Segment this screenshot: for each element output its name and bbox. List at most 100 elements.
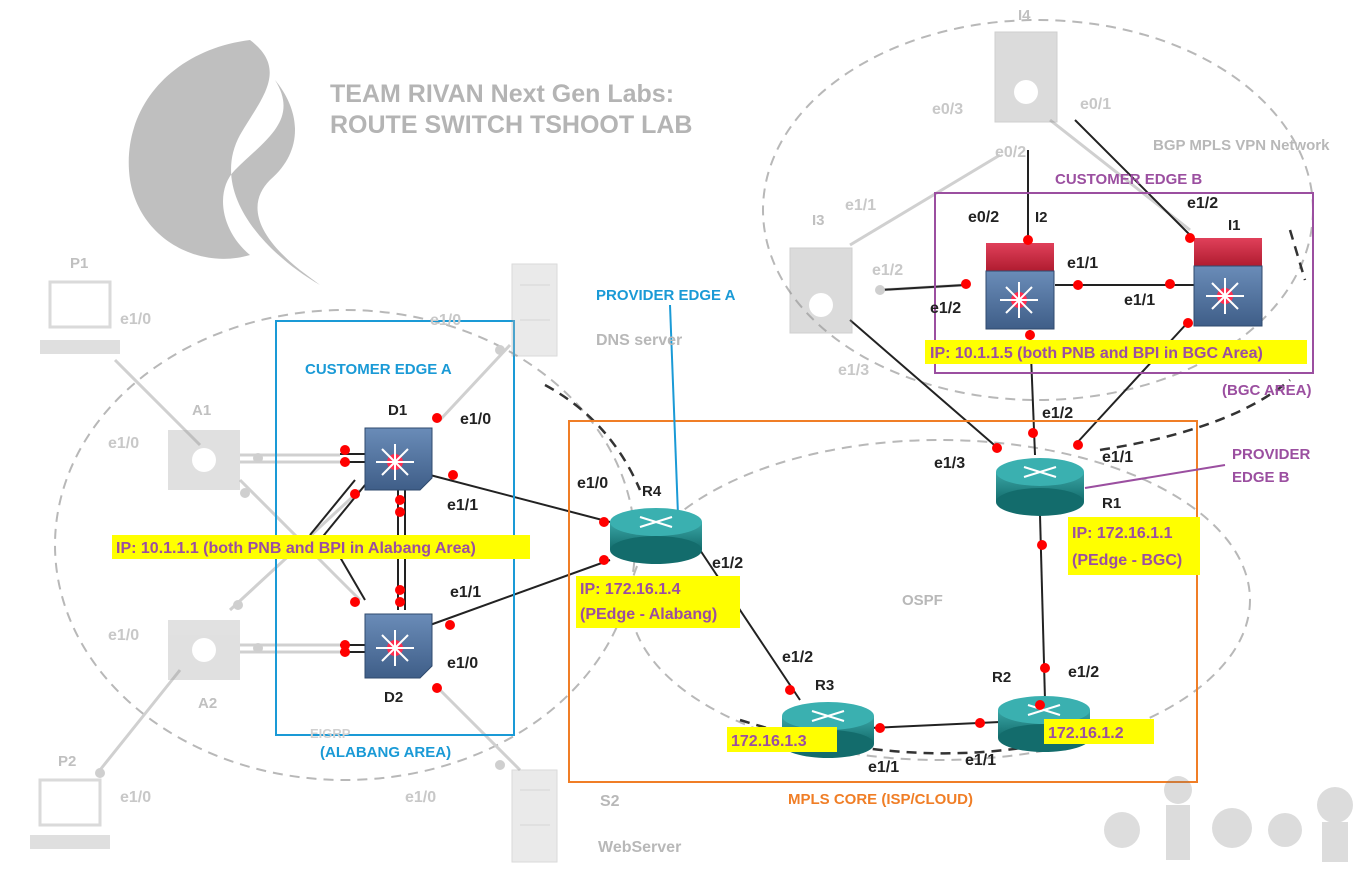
if-r3-e12: e1/2: [782, 649, 813, 666]
if-s2-e10: e1/0: [405, 789, 436, 806]
if-i3-e13: e1/3: [838, 362, 869, 379]
customer-edge-a-box: [275, 320, 515, 736]
provider-edge-b-label-line1: PROVIDER: [1232, 446, 1311, 463]
ip-box-ce-b-bg: [925, 340, 1307, 364]
dns-server-label: DNS server: [596, 332, 682, 349]
webserver-label: WebServer: [598, 839, 681, 856]
alabang-area-label: (ALABANG AREA): [320, 744, 451, 761]
if-d1-e11: e1/1: [447, 497, 478, 514]
device-label-a1: A1: [192, 402, 211, 419]
switch-a2[interactable]: [168, 620, 240, 680]
if-p1-e10: e1/0: [120, 311, 151, 328]
mpls-core-label: MPLS CORE (ISP/CLOUD): [788, 791, 973, 808]
device-label-i4: I4: [1018, 7, 1031, 24]
switch-i2[interactable]: [985, 243, 1055, 330]
faded-link-dots: [95, 285, 885, 778]
ip-box-r2-bg: [1044, 719, 1154, 744]
provider-edge-a-label: PROVIDER EDGE A: [596, 287, 736, 304]
ip-box-r3-bg: [727, 727, 837, 752]
ip-box-r4-bg: [576, 576, 740, 628]
if-i3-e12: e1/2: [872, 262, 903, 279]
if-a1-e10: e1/0: [108, 435, 139, 452]
if-r1-e11: e1/1: [1102, 449, 1133, 466]
if-r2-e12: e1/2: [1068, 664, 1099, 681]
links: [309, 119, 1195, 729]
bgp-network-label: BGP MPLS VPN Network: [1153, 137, 1330, 154]
ip-box-ce-a-bg: [112, 535, 530, 559]
customer-edge-a-label: CUSTOMER EDGE A: [305, 361, 452, 378]
link-r4-r3: [699, 549, 801, 701]
if-i4-e01: e0/1: [1080, 96, 1111, 113]
pc-p2[interactable]: [30, 778, 110, 849]
mpls-core-box: [568, 420, 1198, 783]
if-i4-e03: e0/3: [932, 101, 963, 118]
pc-p1[interactable]: [40, 280, 120, 354]
mascots-watermark: [1104, 776, 1353, 862]
if-r2-e11: e1/1: [965, 752, 996, 769]
provider-edge-b-label-line2: EDGE B: [1232, 469, 1290, 486]
link-i4-i1: [1074, 119, 1191, 236]
device-label-r2: R2: [992, 669, 1011, 686]
if-p2-e10: e1/0: [120, 789, 151, 806]
switch-d1[interactable]: [364, 427, 433, 491]
ip-box-r4-line1: IP: 172.16.1.4: [580, 581, 681, 598]
if-i1-e12: e1/2: [1187, 195, 1218, 212]
device-label-r4: R4: [642, 483, 662, 500]
switch-i4[interactable]: [994, 31, 1058, 123]
provider-edge-a-pointer: [669, 304, 679, 516]
ip-box-ce-b: IP: 10.1.1.5 (both PNB and BPI in BGC Ar…: [930, 345, 1263, 362]
link-endpoint-dots: [340, 233, 1195, 733]
router-r4[interactable]: [610, 508, 702, 564]
if-r1-e12: e1/2: [1042, 405, 1073, 422]
device-label-r3: R3: [815, 677, 834, 694]
link-i3-i2: [879, 284, 966, 291]
dns-server-icon[interactable]: [511, 263, 558, 357]
device-label-a2: A2: [198, 695, 217, 712]
if-i1-e11: e1/1: [1124, 292, 1155, 309]
eigrp-label: EIGRP: [310, 726, 351, 741]
if-d2-e10: e1/0: [447, 655, 478, 672]
if-i3-e11: e1/1: [845, 197, 876, 214]
link-d1-r4: [429, 474, 611, 523]
device-label-d1: D1: [388, 402, 407, 419]
if-d1-e10: e1/0: [460, 411, 491, 428]
ip-box-r4-line2: (PEdge - Alabang): [580, 606, 717, 623]
if-r4-e10: e1/0: [577, 475, 608, 492]
device-label-s2: S2: [600, 793, 620, 810]
title-line2: ROUTE SWITCH TSHOOT LAB: [330, 111, 692, 139]
link-i1-r1: [1074, 319, 1191, 446]
if-i2-e12: e1/2: [930, 300, 961, 317]
if-a2-e10: e1/0: [108, 627, 139, 644]
faded-links: [98, 118, 1191, 772]
device-label-i2: I2: [1035, 209, 1048, 226]
link-d2-r4: [429, 559, 611, 626]
switch-i3[interactable]: [789, 247, 853, 334]
provider-edge-b-pointer: [1084, 464, 1226, 489]
ip-box-r3: 172.16.1.3: [731, 733, 807, 750]
router-r1[interactable]: [996, 458, 1084, 516]
device-label-r1: R1: [1102, 495, 1121, 512]
ip-box-r1-bg: [1068, 517, 1200, 575]
device-label-d2: D2: [384, 689, 403, 706]
if-r3-e11: e1/1: [868, 759, 899, 776]
title-line1: TEAM RIVAN Next Gen Labs:: [330, 80, 674, 108]
ospf-label: OSPF: [902, 592, 943, 609]
if-i4-e02: e0/2: [995, 144, 1026, 161]
switch-i1[interactable]: [1193, 238, 1263, 327]
link-i3-r1: [849, 319, 1001, 451]
ip-box-r1-line2: (PEdge - BGC): [1072, 552, 1182, 569]
device-label-p2: P2: [58, 753, 76, 770]
bgc-area-label: (BGC AREA): [1222, 382, 1311, 399]
customer-edge-b-label: CUSTOMER EDGE B: [1055, 171, 1202, 188]
device-label-i1: I1: [1228, 217, 1241, 234]
device-label-i3: I3: [812, 212, 825, 229]
switch-d2[interactable]: [364, 613, 433, 679]
if-r1-e13: e1/3: [934, 455, 965, 472]
ip-box-ce-a: IP: 10.1.1.1 (both PNB and BPI in Alaban…: [116, 540, 476, 557]
switch-a1[interactable]: [168, 430, 240, 490]
ip-box-r2: 172.16.1.2: [1048, 725, 1124, 742]
if-dns-e10: e1/0: [430, 312, 461, 329]
webserver-icon[interactable]: [511, 769, 558, 863]
